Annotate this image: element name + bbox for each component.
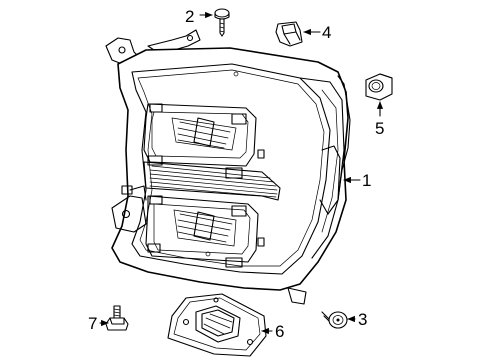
adjuster-bolt-part-3	[321, 311, 348, 329]
callout-1: 1	[362, 171, 371, 190]
callout-3: 3	[358, 310, 367, 329]
callout-6: 6	[275, 322, 284, 341]
led-driver-module-part-6	[167, 293, 267, 357]
clip-nut-part-4	[275, 21, 303, 47]
grommet-part-5	[365, 73, 393, 101]
leader-lines	[99, 11, 384, 335]
bolt-part-7	[105, 305, 129, 331]
callout-7: 7	[88, 314, 97, 333]
callout-2: 2	[185, 7, 194, 26]
screw-part-2	[214, 8, 230, 37]
headlamp-assembly	[105, 29, 351, 305]
callout-4: 4	[322, 23, 331, 42]
callout-5: 5	[375, 119, 384, 138]
